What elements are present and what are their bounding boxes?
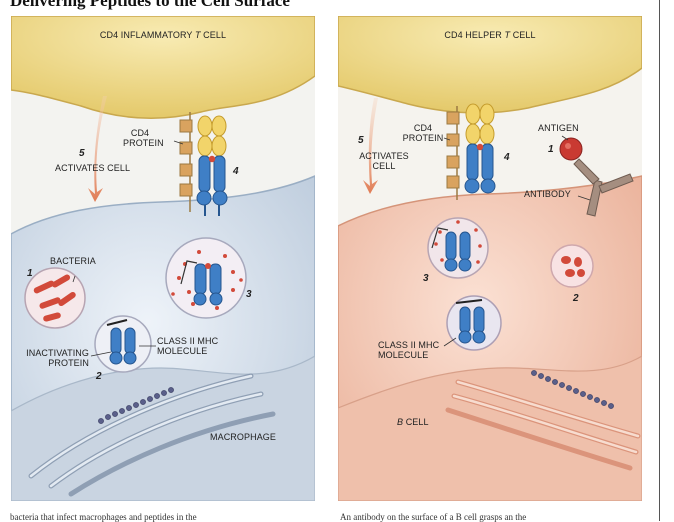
antibody-label: ANTIBODY xyxy=(524,189,571,199)
page-divider xyxy=(659,0,660,521)
step-3: 3 xyxy=(423,273,429,284)
step-5: 5 xyxy=(358,135,364,146)
antigen xyxy=(560,138,582,160)
step-5: 5 xyxy=(79,148,85,159)
b-cell-label: B CELL xyxy=(397,417,429,427)
step-1: 1 xyxy=(27,268,33,279)
antigen-label: ANTIGEN xyxy=(538,123,579,133)
step-2: 2 xyxy=(573,293,579,304)
right-panel-art xyxy=(338,16,642,501)
mhc-vesicle-step3 xyxy=(166,238,246,318)
antigen-vesicle xyxy=(551,245,593,287)
mhc-vesicle-step3 xyxy=(428,218,488,278)
mhc-vesicle-step2 xyxy=(447,296,501,350)
page-title: Delivering Peptides to the Cell Surface xyxy=(10,0,290,11)
bacteria-vesicle xyxy=(25,268,85,328)
activates-cell-label: ACTIVATES CELL xyxy=(55,163,130,173)
mhc-vesicle-step2 xyxy=(95,316,151,372)
step-3: 3 xyxy=(246,289,252,300)
step-4: 4 xyxy=(233,166,239,177)
bacteria-label: BACTERIA xyxy=(50,256,96,266)
cell-label-helper-t-cell: CD4 HELPER T CELL xyxy=(338,30,642,40)
cell-label-inflammatory-t-cell: CD4 INFLAMMATORY T CELL xyxy=(11,30,315,40)
step-4: 4 xyxy=(504,152,510,163)
step-1: 1 xyxy=(548,144,554,155)
step-2: 2 xyxy=(96,371,102,382)
macrophage-label: MACROPHAGE xyxy=(210,432,276,442)
